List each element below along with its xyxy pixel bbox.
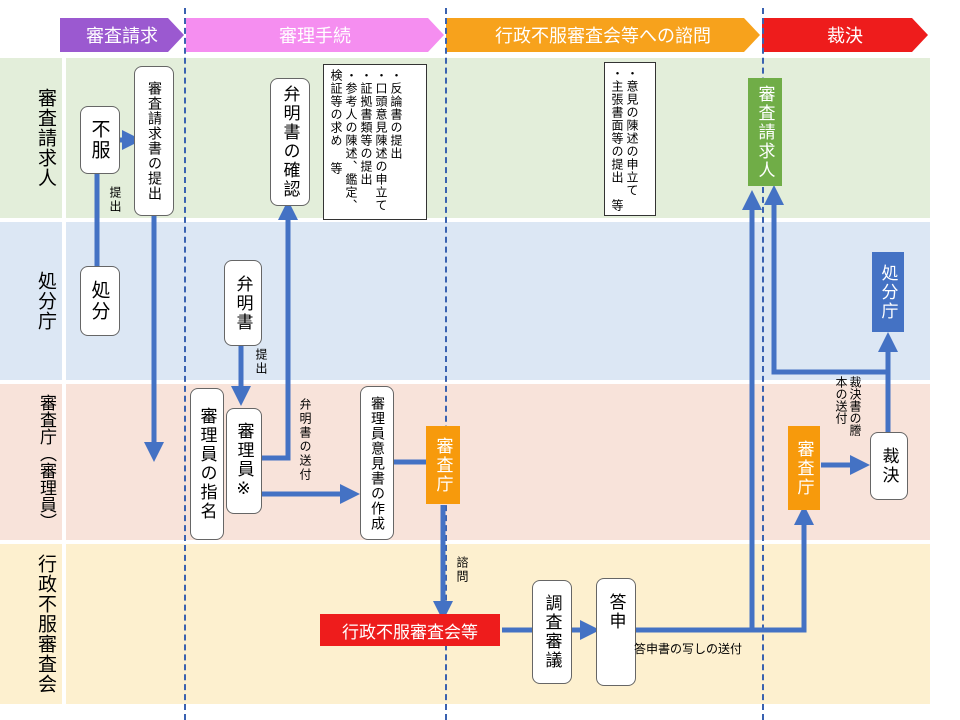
lane-label-claimant: 審査請求人 bbox=[35, 88, 57, 188]
node-shobun: 処分 bbox=[80, 266, 120, 336]
node-toshin: 答申 bbox=[596, 578, 636, 686]
lane-label-review: 審査庁（審理員） bbox=[36, 394, 56, 530]
arrow-toshin-shinsacho bbox=[636, 505, 814, 633]
lane-label-divider bbox=[62, 58, 66, 704]
note-proceedings: ・反論書の提出 ・口頭意見陳述の申立て ・証拠書類等の提出 ・参考人の陳述、鑑定… bbox=[323, 64, 427, 220]
node-benmeisho-kakunin: 弁明書の確認 bbox=[270, 78, 310, 206]
label-teishutsu-2: 提出 bbox=[254, 348, 268, 376]
phase-ruling: 裁決 bbox=[762, 18, 928, 52]
label-benmeisho-soufu: 弁明書の送付 bbox=[298, 398, 312, 482]
label-saiketsusho-soufu: 裁決書の謄本の送付 bbox=[834, 376, 862, 436]
node-seikyunin: 審査請求人 bbox=[748, 78, 782, 186]
node-shinriin: 審理員※ bbox=[226, 408, 262, 514]
label-toshinsho-soufu: 答申書の写しの送付 bbox=[634, 642, 743, 656]
phase-divider-1 bbox=[184, 8, 186, 720]
label-shimon: 諮問 bbox=[455, 556, 469, 584]
node-shobuncho: 処分庁 bbox=[872, 252, 904, 332]
node-ikensho: 審理員意見書の作成 bbox=[360, 386, 394, 540]
node-saiketsu: 裁決 bbox=[870, 432, 908, 500]
node-gyosei-fufuku: 行政不服審査会等 bbox=[320, 614, 500, 646]
phase-divider-2 bbox=[445, 8, 447, 720]
node-shinriin-shimei: 審理員の指名 bbox=[190, 388, 224, 540]
node-shinsacho-1: 審査庁 bbox=[426, 426, 460, 504]
phase-consultation: 行政不服審査会等への諮問 bbox=[446, 18, 760, 52]
node-shinsacho-2: 審査庁 bbox=[788, 426, 820, 510]
node-chosa-shingi: 調査審議 bbox=[532, 580, 572, 684]
label-teishutsu-1: 提出 bbox=[108, 186, 122, 214]
phase-divider-3 bbox=[762, 8, 764, 720]
note-consultation: ・意見の陳述の申立て ・主張書面等の提出 等 bbox=[604, 62, 656, 216]
arrow-saiketsu-seikyunin bbox=[764, 185, 891, 432]
lane-label-agency: 処分庁 bbox=[35, 271, 57, 331]
node-benmeisho: 弁明書 bbox=[224, 260, 262, 346]
node-fufuku: 不服 bbox=[80, 106, 120, 174]
phase-request: 審査請求 bbox=[60, 18, 184, 52]
arrow-shinriin-kakunin bbox=[258, 200, 298, 461]
node-seikyusho: 審査請求書の提出 bbox=[134, 66, 174, 216]
phase-proceedings: 審理手続 bbox=[186, 18, 444, 52]
lane-label-council: 行政不服審査会 bbox=[35, 554, 57, 694]
